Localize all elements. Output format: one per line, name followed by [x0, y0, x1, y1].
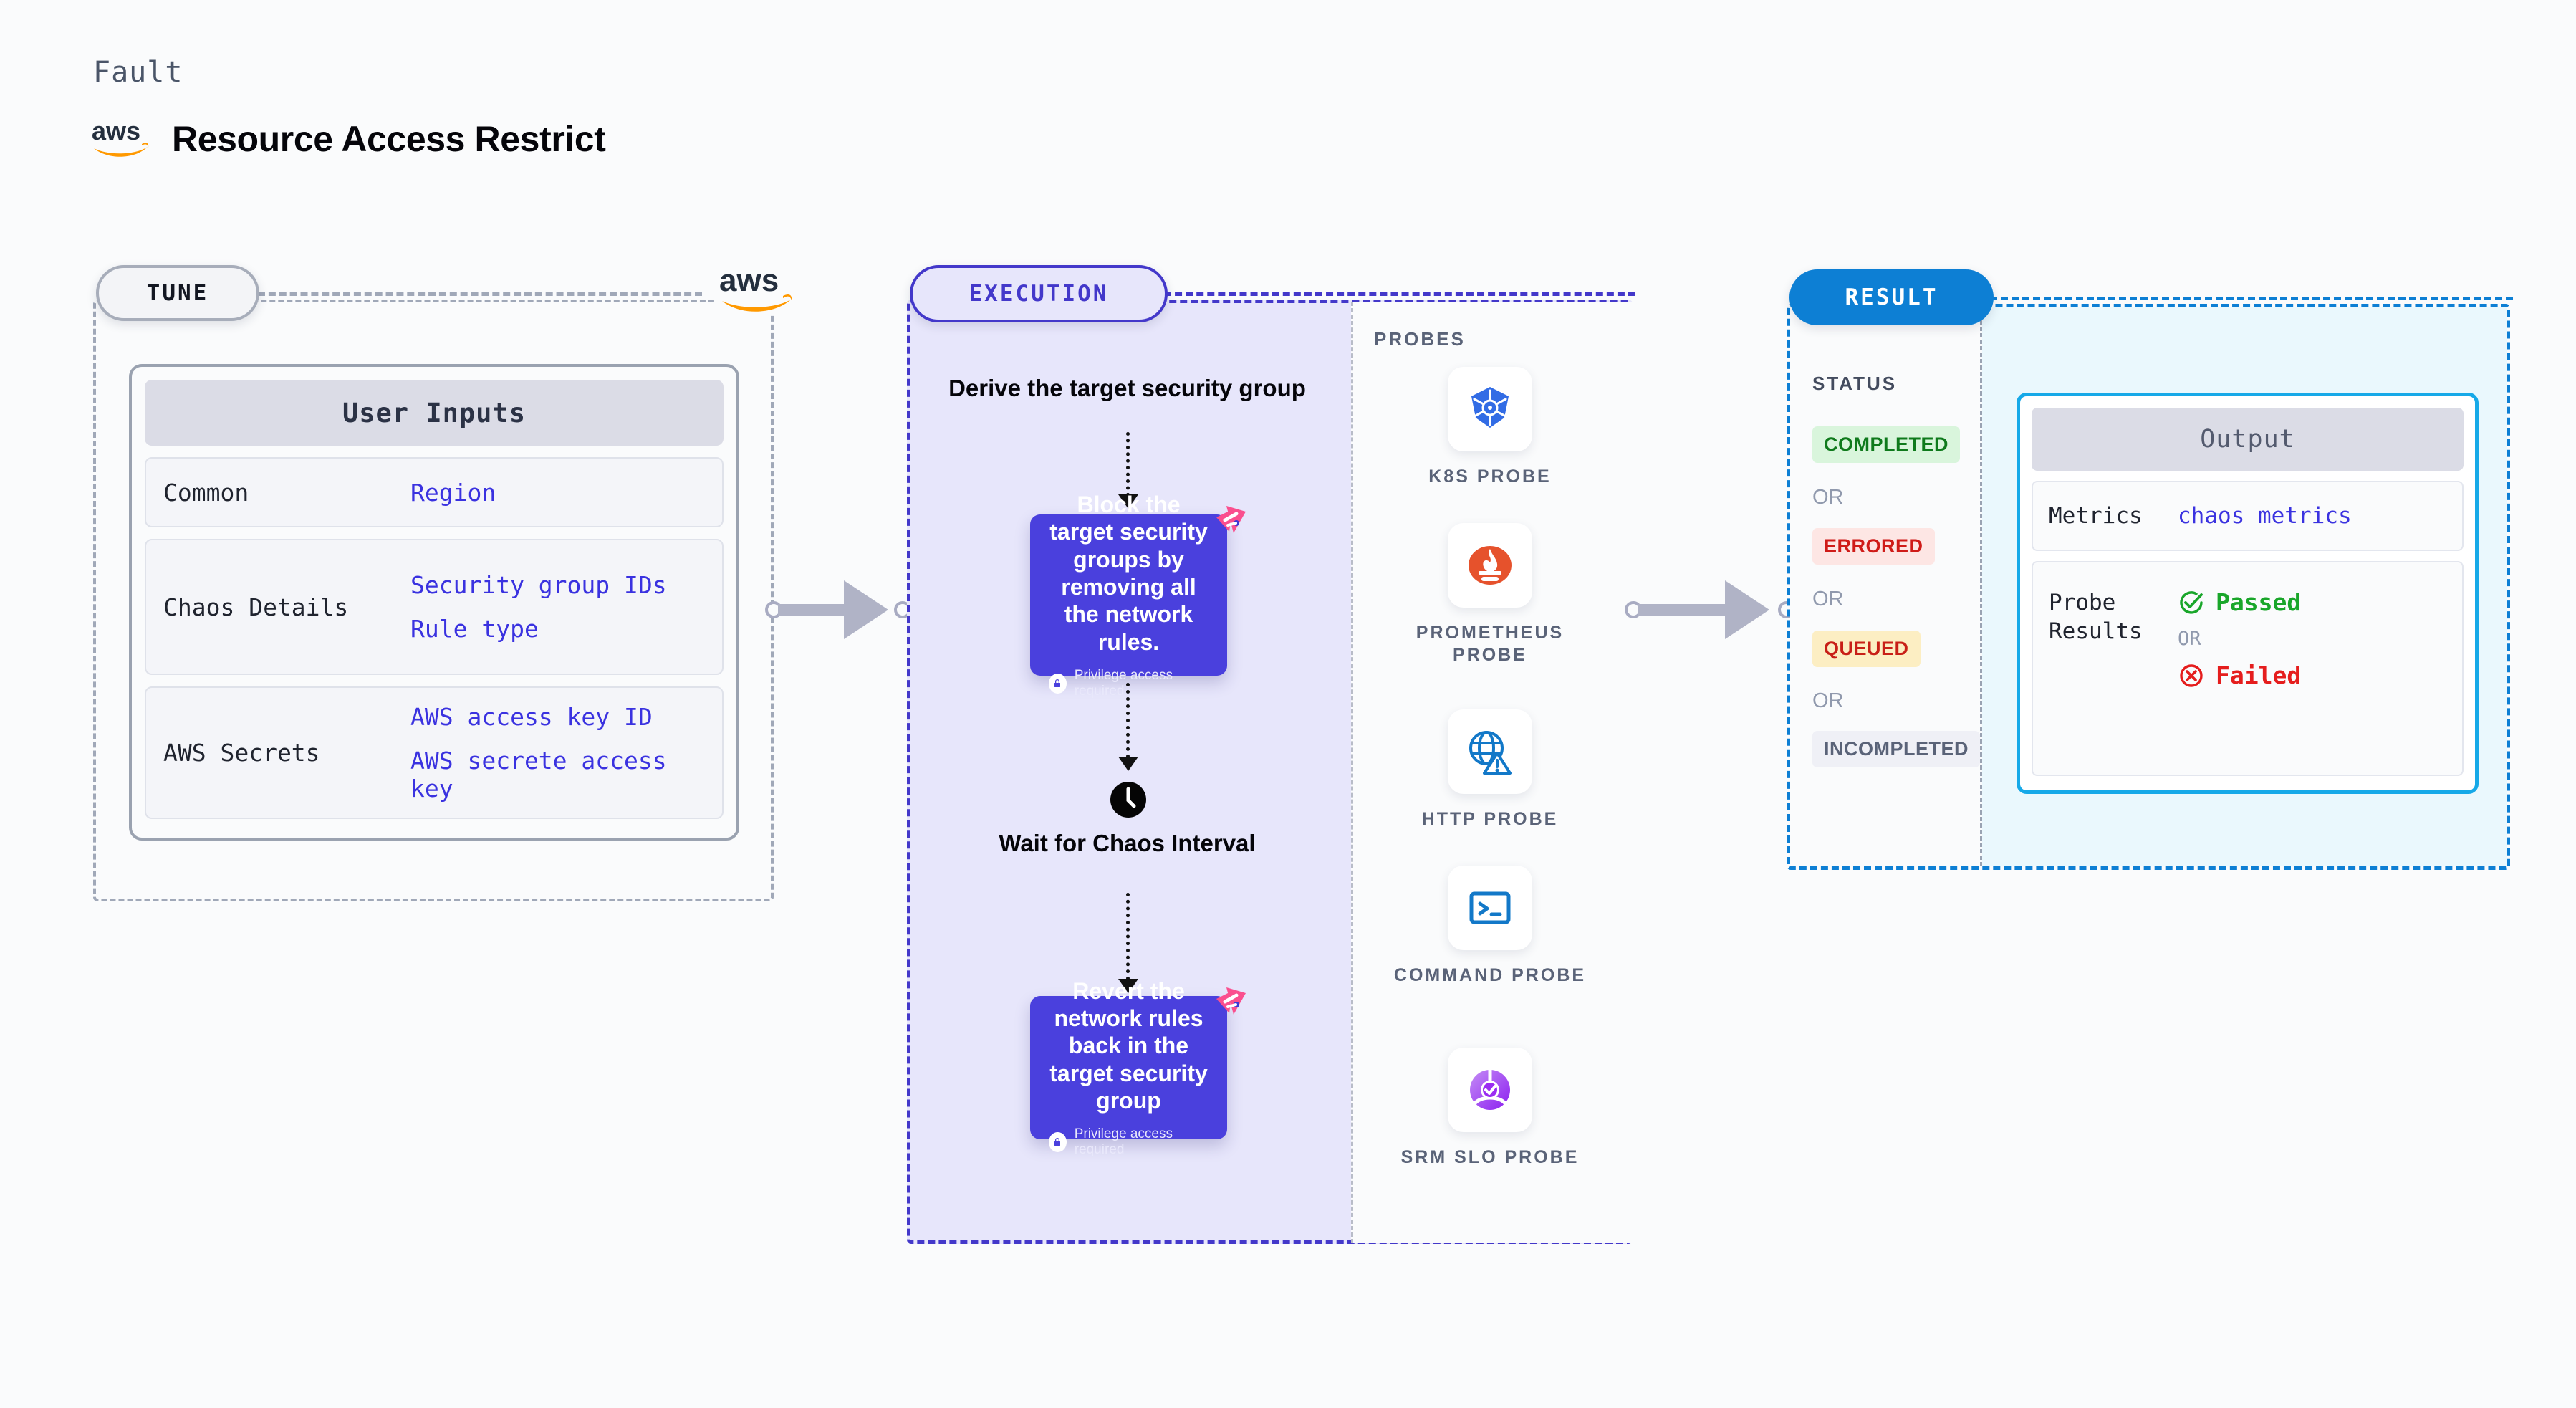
- lock-icon: [1049, 1132, 1067, 1153]
- tune-row-common: Common Region: [145, 457, 724, 527]
- harness-logo-icon: [1216, 987, 1246, 1015]
- flow-arrow-2: [1126, 683, 1130, 758]
- tune-row-key: Chaos Details: [163, 593, 349, 621]
- probe-result-failed-label: Failed: [2216, 661, 2302, 689]
- svg-text:aws: aws: [719, 264, 779, 298]
- status-or: OR: [1812, 689, 1844, 712]
- terminal-icon: [1448, 866, 1532, 950]
- status-badge-queued: QUEUED: [1812, 631, 1921, 667]
- status-badge-completed: COMPLETED: [1812, 426, 1961, 463]
- status-or: OR: [1812, 588, 1844, 610]
- output-row-probe-results: Probe Results Passed OR Failed: [2032, 561, 2464, 776]
- probe-result-passed: Passed: [2178, 588, 2301, 616]
- x-circle-icon: [2180, 664, 2203, 687]
- status-label: STATUS: [1812, 373, 1898, 394]
- tune-aws-logo-icon: aws: [716, 264, 795, 315]
- action-card-note-text: Privilege access required: [1074, 668, 1173, 699]
- output-row-value: chaos metrics: [2178, 503, 2352, 529]
- tune-row-key: Common: [163, 478, 249, 507]
- harness-logo-icon: [1216, 506, 1246, 533]
- lock-icon: [1049, 674, 1067, 694]
- flow-arrow-2-head: [1118, 757, 1138, 771]
- probe-command[interactable]: COMMAND PROBE: [1390, 866, 1590, 987]
- fault-label: Fault: [93, 56, 183, 89]
- result-pill-connector: [1990, 297, 2513, 300]
- svg-text:aws: aws: [92, 118, 140, 145]
- tune-row-value: AWS access key ID: [410, 703, 653, 731]
- step-derive-target-title: Derive the target security group: [948, 375, 1306, 401]
- action-card-text: Revert the network rules back in the tar…: [1049, 977, 1208, 1114]
- action-card-block[interactable]: Block the target security groups by remo…: [1030, 492, 1227, 699]
- user-inputs-title: User Inputs: [145, 380, 724, 446]
- output-title: Output: [2032, 408, 2464, 471]
- execution-pill-connector: [1164, 292, 1635, 296]
- action-card-note: Privilege access required: [1049, 668, 1208, 699]
- prometheus-icon: [1448, 523, 1532, 608]
- tune-row-value: Region: [410, 478, 496, 507]
- output-row-key: Metrics: [2049, 502, 2143, 529]
- output-card: Output Metrics chaos metrics Probe Resul…: [2017, 393, 2479, 794]
- connector-execution-to-result: [1625, 580, 1797, 639]
- status-badge-errored: ERRORED: [1812, 528, 1935, 565]
- aws-logo-icon: aws: [92, 118, 149, 157]
- connector-tune-to-execution: [765, 580, 912, 639]
- probe-http[interactable]: HTTP PROBE: [1390, 709, 1590, 830]
- probe-label: PROMETHEUS PROBE: [1416, 623, 1565, 666]
- tune-panel: [93, 300, 774, 901]
- page-title: aws Resource Access Restrict: [92, 118, 606, 160]
- kubernetes-icon: [1448, 367, 1532, 451]
- probe-srm-slo[interactable]: SRM SLO PROBE: [1390, 1048, 1590, 1169]
- result-pill[interactable]: RESULT: [1789, 269, 1994, 325]
- execution-flow: Derive the target security group Block t…: [907, 300, 1347, 1244]
- action-card-revert[interactable]: Revert the network rules back in the tar…: [1030, 978, 1227, 1157]
- probe-label: K8S PROBE: [1428, 466, 1552, 487]
- output-row-metrics: Metrics chaos metrics: [2032, 481, 2464, 551]
- execution-pill[interactable]: EXECUTION: [910, 265, 1168, 322]
- flow-arrow-1: [1126, 432, 1130, 497]
- tune-row-key: AWS Secrets: [163, 739, 320, 767]
- action-card-text: Block the target security groups by remo…: [1049, 491, 1208, 655]
- tune-row-aws-secrets: AWS Secrets AWS access key ID AWS secret…: [145, 686, 724, 819]
- tune-pill-connector: [258, 292, 702, 296]
- result-status-column: [1790, 307, 1982, 866]
- tune-row-value: Security group IDs: [410, 571, 667, 599]
- http-globe-warning-icon: [1448, 709, 1532, 794]
- clock-icon: [1110, 782, 1146, 818]
- probe-result-passed-label: Passed: [2216, 588, 2302, 616]
- probe-label: SRM SLO PROBE: [1400, 1147, 1580, 1167]
- probe-k8s[interactable]: K8S PROBE: [1390, 367, 1590, 488]
- tune-row-chaos-details: Chaos Details Security group IDs Rule ty…: [145, 539, 724, 675]
- step-wait-title: Wait for Chaos Interval: [999, 830, 1256, 856]
- probes-label: PROBES: [1374, 328, 1466, 350]
- probe-result-failed: Failed: [2178, 661, 2301, 689]
- page-title-text: Resource Access Restrict: [172, 119, 606, 159]
- user-inputs-card: User Inputs Common Region Chaos Details …: [129, 364, 739, 841]
- check-circle-icon: [2180, 590, 2203, 614]
- probe-result-or: OR: [2178, 628, 2201, 650]
- action-card-note-text: Privilege access required: [1074, 1126, 1173, 1158]
- tune-row-value: AWS secrete access key: [410, 747, 667, 803]
- probe-prometheus[interactable]: PROMETHEUS PROBE: [1390, 523, 1590, 667]
- flow-arrow-3: [1126, 893, 1130, 980]
- action-card-note: Privilege access required: [1049, 1126, 1208, 1158]
- output-row-key: Probe Results: [2049, 590, 2143, 645]
- tune-row-value: Rule type: [410, 615, 539, 643]
- srm-slo-icon: [1448, 1048, 1532, 1132]
- status-or: OR: [1812, 486, 1844, 509]
- status-badge-incompleted: INCOMPLETED: [1812, 731, 1981, 767]
- tune-pill[interactable]: TUNE: [96, 265, 259, 321]
- probe-label: COMMAND PROBE: [1393, 965, 1587, 985]
- flow-arrow-1-head: [1118, 494, 1138, 509]
- flow-arrow-3-head: [1118, 979, 1138, 993]
- probe-label: HTTP PROBE: [1421, 809, 1559, 829]
